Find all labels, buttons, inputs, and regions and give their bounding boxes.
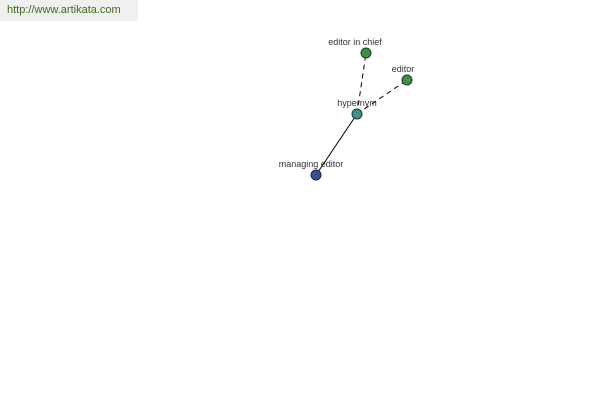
edge-hypernym-managing-editor bbox=[315, 113, 358, 176]
node-editor-in-chief[interactable] bbox=[360, 47, 372, 59]
label-hypernym: hypernym bbox=[337, 98, 377, 108]
label-editor: editor bbox=[392, 64, 415, 74]
edge-hypernym-editor bbox=[356, 79, 408, 115]
node-editor[interactable] bbox=[401, 74, 413, 86]
label-managing-editor: managing editor bbox=[279, 159, 344, 169]
label-editor-in-chief: editor in chief bbox=[328, 37, 382, 47]
node-hypernym[interactable] bbox=[351, 108, 363, 120]
site-url-link[interactable]: http://www.artikata.com bbox=[7, 4, 121, 16]
site-banner: http://www.artikata.com bbox=[0, 0, 138, 21]
edge-hypernym-editor-in-chief bbox=[356, 52, 367, 115]
node-managing-editor[interactable] bbox=[310, 169, 322, 181]
